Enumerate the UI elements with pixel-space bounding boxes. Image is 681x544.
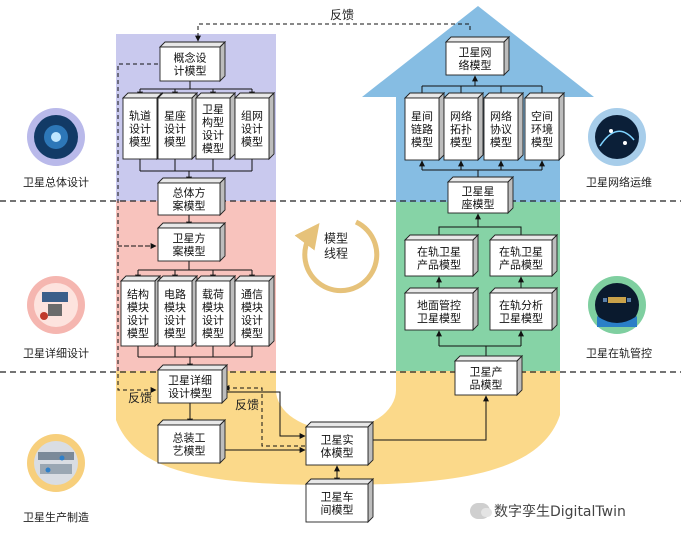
model-box-label: 结构模块设计模型 — [127, 287, 149, 340]
model-box-assembly-process: 总装工艺模型 — [156, 418, 227, 465]
model-box-label: 卫星车间模型 — [321, 490, 354, 517]
model-box-label: 卫星产品模型 — [470, 365, 503, 392]
model-box-entity: 卫星实体模型 — [304, 420, 375, 467]
model-box-inter-sat-link: 星间链路模型 — [403, 91, 446, 162]
model-box-struct-module: 结构模块设计模型 — [119, 274, 162, 348]
model-thread-cycle-icon: 模型线程 — [294, 219, 380, 294]
feedback-connector — [117, 63, 158, 393]
stage-icon-overall-design — [27, 108, 85, 166]
model-box-label: 总装工艺模型 — [173, 431, 206, 458]
feedback-label-left: 反馈 — [128, 391, 152, 405]
stage-icon-production — [27, 434, 85, 492]
model-box-constellation: 星座设计模型 — [156, 91, 199, 161]
stage-separators — [0, 200, 681, 373]
model-box-label: 在轨分析卫星模型 — [499, 298, 543, 325]
model-box-sat-plan: 卫星方案模型 — [156, 221, 227, 263]
model-box-label: 卫星实体模型 — [321, 433, 354, 460]
model-box-label: 卫星网络模型 — [459, 46, 492, 72]
model-box-overall-plan: 总体方案模型 — [156, 176, 227, 217]
model-box-label: 在轨卫星产品模型 — [499, 245, 543, 272]
watermark-text: 数字孪生DigitalTwin — [494, 504, 626, 520]
model-box-label: 概念设计模型 — [174, 51, 207, 78]
model-box-network-design: 组网设计模型 — [233, 91, 276, 161]
model-box-label: 组网设计模型 — [241, 109, 263, 149]
model-box-label: 网络拓扑模型 — [450, 109, 472, 149]
model-box-label: 地面管控卫星模型 — [417, 298, 461, 325]
model-box-concept: 概念设计模型 — [158, 40, 227, 83]
connector — [421, 86, 543, 98]
model-box-label: 星座设计模型 — [164, 109, 186, 149]
connector — [137, 346, 253, 357]
model-box-label: 卫星详细设计模型 — [168, 373, 212, 400]
model-box-label: 卫星构型设计模型 — [202, 103, 224, 155]
model-box-payload-module: 载荷模块设计模型 — [194, 274, 237, 348]
model-box-label: 星间链路模型 — [411, 110, 433, 149]
model-box-orbit: 轨道设计模型 — [121, 91, 164, 161]
model-box-label: 电路模块设计模型 — [164, 288, 186, 340]
model-box-label: 载荷模块设计模型 — [202, 288, 224, 340]
model-box-sat-structure: 卫星构型设计模型 — [194, 91, 237, 161]
wechat-icon — [470, 503, 492, 519]
model-box-network-topology: 网络拓扑模型 — [442, 91, 485, 162]
model-box-comm-module: 通信模块设计模型 — [233, 274, 276, 348]
watermark: 数字孪生DigitalTwin — [470, 500, 675, 522]
stage-icon-detail-design — [27, 276, 85, 334]
connector — [368, 395, 489, 441]
model-box-label: 卫星星座模型 — [462, 185, 495, 211]
model-box-network-protocol: 网络协议模型 — [482, 91, 525, 162]
zone-in-orbit-control — [396, 202, 560, 371]
model-box-label: 通信模块设计模型 — [241, 288, 263, 340]
model-box-label: 空间环境模型 — [531, 109, 553, 149]
model-box-in-orbit-product-b: 在轨卫星产品模型 — [488, 233, 559, 278]
stage-label-detail-design: 卫星详细设计 — [23, 346, 89, 360]
stage-label-overall-design: 卫星总体设计 — [23, 175, 89, 189]
model-box-product: 卫星产品模型 — [453, 354, 524, 397]
stage-icon-network-ops — [588, 108, 646, 166]
feedback-label-right: 反馈 — [235, 398, 259, 412]
connector — [438, 226, 522, 240]
model-box-detail-design: 卫星详细设计模型 — [156, 363, 229, 405]
stage-icon-in-orbit-control — [588, 276, 646, 334]
model-box-constellation-model: 卫星星座模型 — [446, 175, 515, 215]
model-box-sat-network: 卫星网络模型 — [444, 35, 511, 77]
connector — [139, 159, 253, 171]
model-box-orbit-analysis: 在轨分析卫星模型 — [488, 286, 559, 332]
center-label: 模型线程 — [324, 232, 348, 261]
model-box-label: 总体方案模型 — [173, 186, 206, 213]
model-box-workshop: 卫星车间模型 — [304, 477, 375, 524]
model-box-label: 网络协议模型 — [490, 109, 512, 149]
model-box-circuit-module: 电路模块设计模型 — [156, 274, 199, 348]
stage-label-in-orbit-control: 卫星在轨管控 — [586, 346, 652, 360]
connector — [222, 391, 306, 439]
connectors — [117, 23, 545, 484]
model-box-in-orbit-product-a: 在轨卫星产品模型 — [403, 233, 480, 278]
zone-production-u — [116, 371, 560, 485]
stage-label-network-ops: 卫星网络运维 — [586, 175, 652, 189]
model-box-label: 卫星方案模型 — [173, 231, 206, 258]
model-box-label: 轨道设计模型 — [129, 109, 151, 149]
feedback-label-top: 反馈 — [330, 8, 354, 22]
feedback-connector — [195, 23, 471, 42]
model-boxes: 概念设计模型轨道设计模型星座设计模型卫星构型设计模型组网设计模型总体方案模型卫星… — [119, 35, 566, 524]
model-box-space-env: 空间环境模型 — [523, 91, 566, 162]
stage-label-production: 卫星生产制造 — [23, 510, 89, 524]
feedback-connector — [223, 385, 305, 447]
model-box-ground-control: 地面管控卫星模型 — [403, 286, 480, 332]
model-box-label: 在轨卫星产品模型 — [417, 245, 461, 272]
